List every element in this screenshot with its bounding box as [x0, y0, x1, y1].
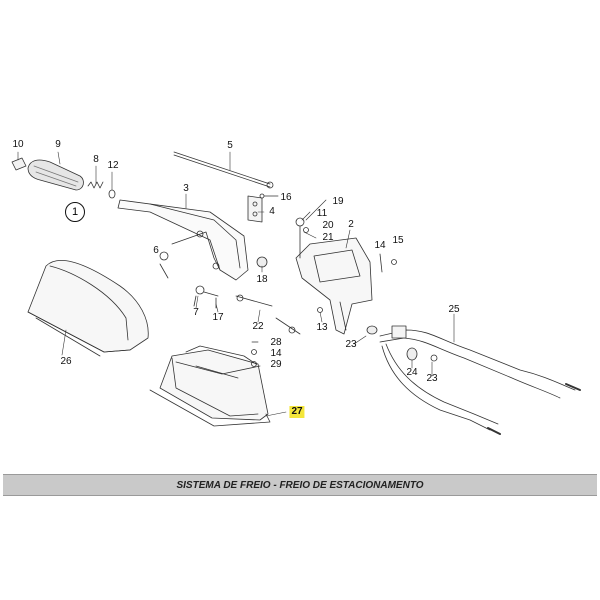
part-label: 23 [345, 339, 357, 350]
part-label: 11 [316, 208, 328, 219]
part-3-lever [117, 199, 249, 281]
part-10-knob [11, 157, 27, 171]
part-label: 15 [392, 235, 404, 246]
part-label: 17 [212, 312, 224, 323]
part-label: 25 [448, 304, 460, 315]
part-label: 14 [270, 348, 282, 359]
part-label: 7 [193, 307, 199, 318]
part-14-15 [379, 253, 397, 273]
part-label: 22 [252, 321, 264, 332]
part-6 [159, 251, 169, 279]
part-label: 3 [183, 183, 189, 194]
part-label: 12 [107, 160, 119, 171]
part-4-bracket [247, 195, 263, 223]
part-label: 24 [406, 367, 418, 378]
part-25-cables [379, 325, 581, 435]
part-28-14-29 [251, 341, 259, 367]
part-label: 5 [227, 140, 233, 151]
part-8-spring [87, 181, 104, 189]
part-label: 10 [12, 139, 24, 150]
part-label-highlighted: 27 [289, 406, 305, 418]
part-label: 14 [374, 240, 386, 251]
part-label: 19 [332, 196, 344, 207]
part-9-grip [27, 159, 84, 191]
part-label: 26 [60, 356, 72, 367]
part-label: 8 [93, 154, 99, 165]
part-7-17 [193, 285, 219, 309]
part-label: 6 [153, 245, 159, 256]
part-16-bolt [259, 193, 279, 199]
part-22-pin [235, 294, 301, 335]
part-label: 28 [270, 337, 282, 348]
part-label: 21 [322, 232, 334, 243]
part-label: 2 [348, 219, 354, 230]
part-label: 9 [55, 139, 61, 150]
part-18 [256, 256, 268, 268]
part-5-rod [173, 151, 274, 189]
part-label: 18 [256, 274, 268, 285]
leader-lines [17, 151, 455, 417]
diagram-title: SISTEMA DE FREIO - FREIO DE ESTACIONAMEN… [176, 479, 424, 491]
part-label: 20 [322, 220, 334, 231]
part-2-mechanism [295, 217, 373, 335]
part-26-console [27, 259, 149, 357]
part-label: 23 [426, 373, 438, 384]
part-label: 13 [316, 322, 328, 333]
part-24-23 [406, 347, 438, 362]
part-label: 4 [269, 206, 275, 217]
part-label: 16 [280, 192, 292, 203]
part-label: 29 [270, 359, 282, 370]
part-label-circled: 1 [65, 202, 85, 222]
part-27-boot [149, 345, 271, 427]
part-23-nut [366, 325, 378, 335]
diagram-title-bar: SISTEMA DE FREIO - FREIO DE ESTACIONAMEN… [3, 474, 597, 496]
part-12 [108, 189, 116, 199]
